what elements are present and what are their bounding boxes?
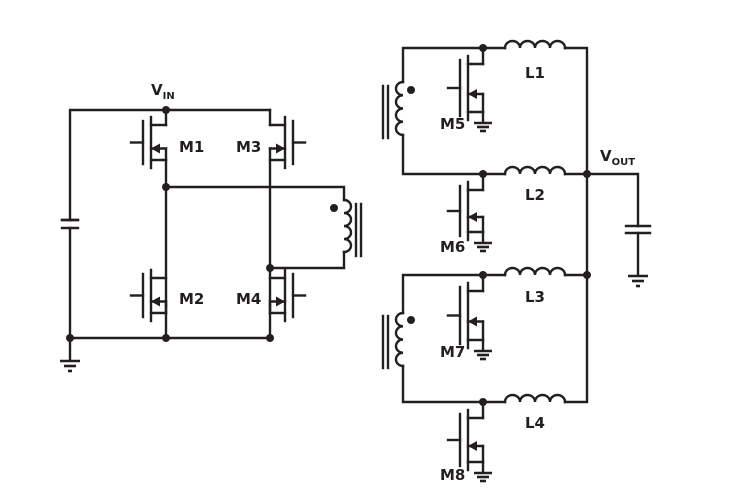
- label-m7: M7: [440, 343, 465, 361]
- mosfet-m7: [446, 281, 492, 361]
- vin-rail: [68, 108, 272, 222]
- mosfet-m4: [268, 268, 307, 323]
- inductor-l2: [481, 165, 589, 176]
- ground-symbol-output: [628, 274, 648, 288]
- label-m2: M2: [179, 290, 204, 308]
- label-m4: M4: [236, 290, 261, 308]
- label-m8: M8: [440, 466, 465, 484]
- mosfet-m3: [268, 115, 307, 170]
- label-l2: L2: [525, 186, 545, 204]
- inductor-l3: [481, 266, 589, 277]
- label-l1: L1: [525, 64, 545, 82]
- ground-rail: [68, 226, 272, 340]
- labels: VIN VOUT M1 M3 M2 M4 M5 M6 M7 M8 L1 L2 L…: [151, 64, 635, 484]
- label-m5: M5: [440, 115, 465, 133]
- vin-label: VIN: [151, 81, 175, 102]
- label-l4: L4: [525, 414, 545, 432]
- transformer-secondary-2: [381, 311, 415, 370]
- mosfet-m6: [446, 180, 492, 253]
- output-stage: [381, 39, 652, 420]
- mosfet-m2: [129, 268, 168, 323]
- inductor-l1: [481, 39, 589, 176]
- vout-label: VOUT: [600, 147, 635, 168]
- mosfets: [129, 54, 492, 483]
- label-m3: M3: [236, 138, 261, 156]
- mosfet-m1: [129, 115, 168, 170]
- label-m1: M1: [179, 138, 204, 156]
- ground-symbol-input: [60, 359, 80, 373]
- mosfet-m5: [446, 54, 492, 133]
- transformer-secondary-1: [381, 80, 415, 140]
- transformer-primary: [330, 198, 363, 258]
- mosfet-m8: [446, 408, 492, 483]
- label-l3: L3: [525, 288, 545, 306]
- label-m6: M6: [440, 238, 465, 256]
- h-bridge: [60, 106, 363, 373]
